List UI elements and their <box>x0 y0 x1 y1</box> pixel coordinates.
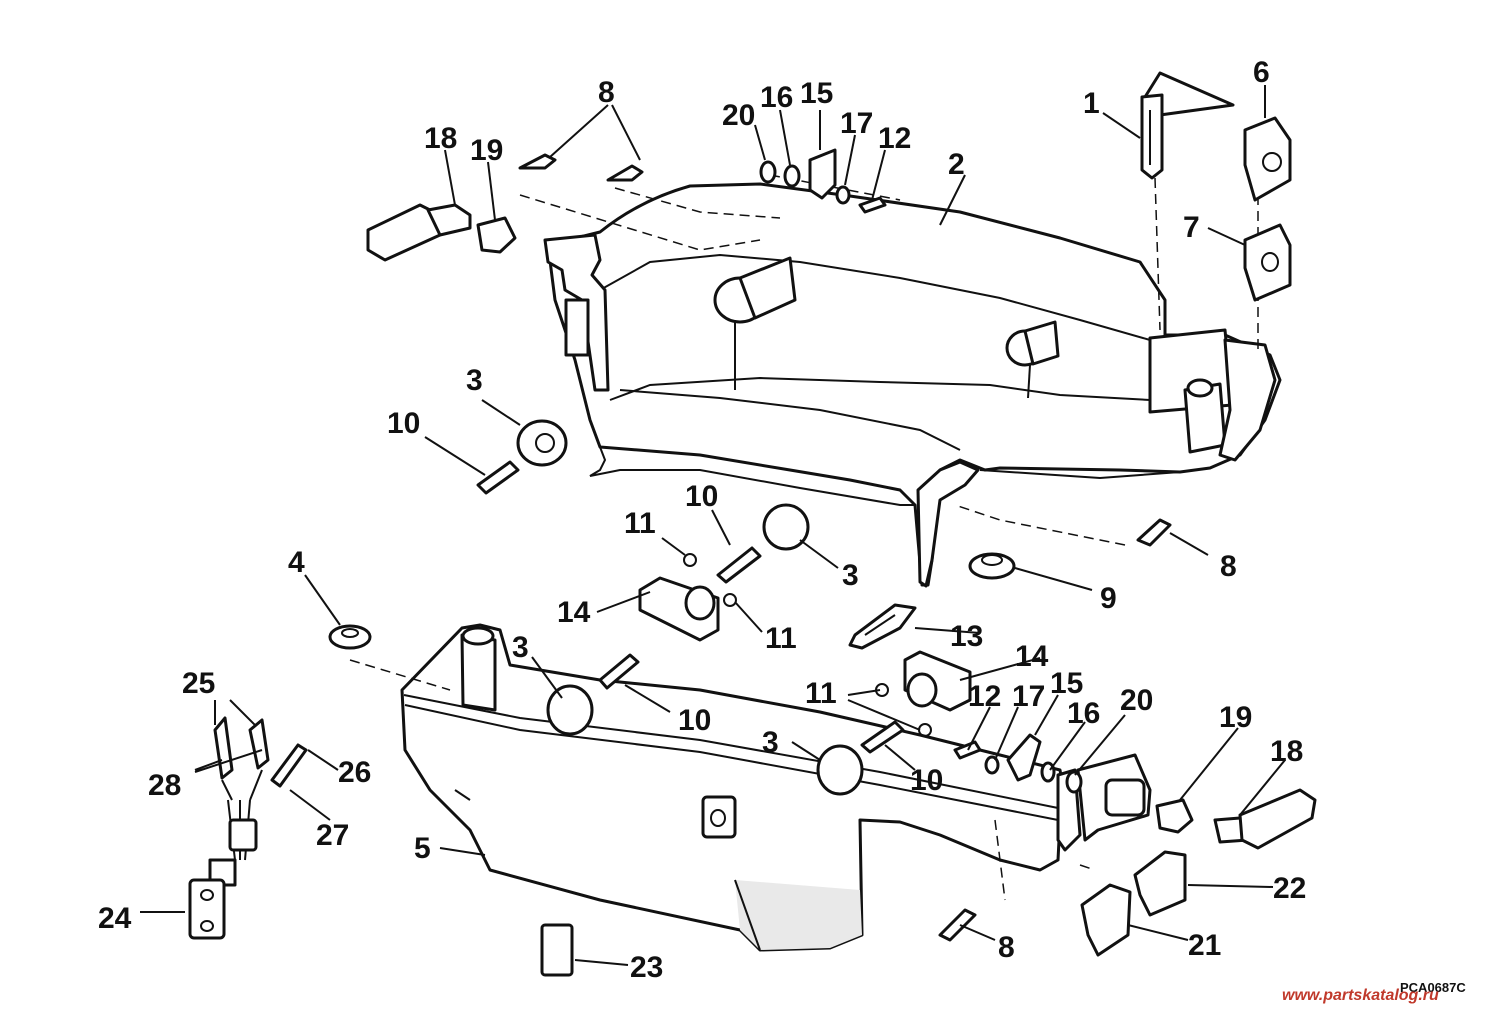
callout-14: 14 <box>557 596 591 629</box>
screw-8-bottom <box>938 908 977 942</box>
callout-18: 18 <box>424 122 457 155</box>
callout-23: 23 <box>630 951 663 984</box>
callout-7: 7 <box>1183 211 1200 244</box>
callout-10: 10 <box>387 407 420 440</box>
callout-1: 1 <box>1083 87 1100 120</box>
callout-8: 8 <box>998 931 1015 964</box>
part-19-bushing-lower <box>1155 798 1194 834</box>
callout-22: 22 <box>1273 872 1306 905</box>
part-18-handle-lower <box>1213 788 1317 850</box>
callout-17: 17 <box>840 107 873 140</box>
callout-20: 20 <box>722 99 755 132</box>
part-23-pad <box>540 923 574 977</box>
callout-15: 15 <box>1050 667 1083 700</box>
callout-5: 5 <box>414 832 431 865</box>
callout-26: 26 <box>338 756 371 789</box>
part-1-latch-lever <box>1140 71 1235 180</box>
upper-cowl <box>543 182 1282 588</box>
part-7-latch-clip <box>1243 223 1292 302</box>
callout-10: 10 <box>685 480 718 513</box>
parts-21-22-latch-clips <box>1080 850 1187 957</box>
callout-3: 3 <box>466 364 483 397</box>
callout-17: 17 <box>1012 680 1045 713</box>
parts-11-14-mounts <box>638 553 972 737</box>
part-13-seal <box>848 603 917 650</box>
callout-19: 19 <box>470 134 503 167</box>
callout-9: 9 <box>1100 582 1117 615</box>
callout-6: 6 <box>1253 56 1270 89</box>
callout-11: 11 <box>765 622 797 655</box>
callout-24: 24 <box>98 902 132 935</box>
pins-10 <box>476 460 905 754</box>
callout-27: 27 <box>316 819 349 852</box>
callout-12: 12 <box>968 680 1001 713</box>
callout-25: 25 <box>182 667 215 700</box>
callout-2: 2 <box>948 148 965 181</box>
callout-4: 4 <box>288 546 305 579</box>
callout-11: 11 <box>805 677 837 710</box>
part-9-grommet <box>968 552 1016 580</box>
callout-19: 19 <box>1219 701 1252 734</box>
callout-16: 16 <box>760 81 793 114</box>
callout-18: 18 <box>1270 735 1303 768</box>
screws-8-upper <box>518 153 644 182</box>
callout-3: 3 <box>512 631 529 664</box>
callout-labels: 1 6 8 18 19 20 16 15 17 12 2 7 3 10 11 1… <box>98 56 1306 984</box>
callout-8: 8 <box>1220 550 1237 583</box>
leader-lines <box>140 85 1286 966</box>
parts-20-16-15-17-12-upper <box>759 148 887 214</box>
callout-16: 16 <box>1067 697 1100 730</box>
callout-3: 3 <box>842 559 859 592</box>
callout-10: 10 <box>910 764 943 797</box>
callout-20: 20 <box>1120 684 1153 717</box>
callout-11: 11 <box>624 507 656 540</box>
lower-cowl <box>400 623 1152 952</box>
callout-12: 12 <box>878 122 911 155</box>
figure-code: PCA0687C <box>1400 980 1466 995</box>
part-4-grommet <box>328 624 372 650</box>
part-6-latch-clip <box>1243 116 1292 202</box>
callout-10: 10 <box>678 704 711 737</box>
callout-15: 15 <box>800 77 833 110</box>
callout-3: 3 <box>762 726 779 759</box>
callout-13: 13 <box>950 620 983 653</box>
callout-21: 21 <box>1188 929 1221 962</box>
screw-8-right <box>1136 518 1172 547</box>
watermark: www.partskatalog.ru <box>1282 987 1439 1004</box>
part-18-handle-upper <box>366 203 472 262</box>
part-19-bushing-upper <box>476 216 517 254</box>
callout-28: 28 <box>148 769 181 802</box>
callout-14: 14 <box>1015 640 1049 673</box>
grommets-3 <box>516 419 864 796</box>
parts-12-17-15-16-20-lower <box>953 733 1083 794</box>
callout-8: 8 <box>598 76 615 109</box>
wiring-parts-24-28 <box>188 716 308 940</box>
